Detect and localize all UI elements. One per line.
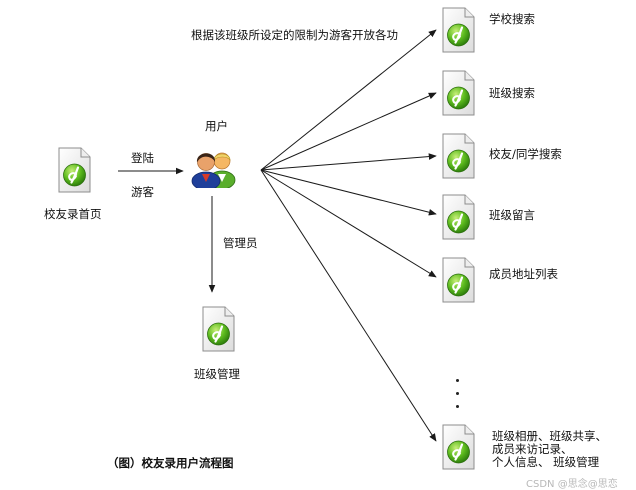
admin-label: 管理员 (223, 236, 258, 250)
arrow-school-search (260, 29, 437, 171)
ellipsis-dot (456, 392, 459, 395)
guest-label: 游客 (131, 185, 154, 199)
homepage-file-icon (57, 147, 91, 193)
class-management-file-icon (201, 306, 235, 352)
figure-caption: （图）校友录用户流程图 (107, 456, 234, 470)
extra-functions-file-icon (441, 424, 475, 470)
member-address-file-icon (441, 257, 475, 303)
arrow-extra-functions (260, 169, 437, 442)
arrow-class-message (260, 169, 437, 216)
extra-functions-line-3: 个人信息、 班级管理 (492, 455, 600, 469)
function-label-class-search: 班级搜索 (489, 86, 535, 100)
ellipsis-dot (456, 379, 459, 382)
arrow-member-address (260, 169, 437, 278)
extra-functions-line-1: 班级相册、班级共享、 (492, 429, 607, 443)
login-label: 登陆 (131, 151, 154, 165)
function-label-alumni-search: 校友/同学搜索 (489, 147, 562, 161)
csdn-watermark: CSDN @思念@思恋 (526, 479, 618, 490)
alumni-search-file-icon (441, 133, 475, 179)
class-search-file-icon (441, 70, 475, 116)
class-management-label: 班级管理 (194, 367, 240, 381)
function-label-class-message: 班级留言 (489, 208, 535, 222)
class-message-file-icon (441, 194, 475, 240)
arrow-alumni-search (260, 153, 437, 171)
arrow-class-search (260, 92, 437, 171)
users-icon (189, 146, 239, 188)
school-search-file-icon (441, 7, 475, 53)
homepage-label: 校友录首页 (44, 207, 102, 221)
function-label-member-address: 成员地址列表 (489, 267, 558, 281)
ellipsis-dot (456, 405, 459, 408)
extra-functions-line-2: 成员来访记录、 (492, 442, 573, 456)
user-label: 用户 (205, 119, 228, 133)
top-note: 根据该班级所设定的限制为游客开放各功 (191, 28, 398, 42)
function-label-school-search: 学校搜索 (489, 12, 535, 26)
